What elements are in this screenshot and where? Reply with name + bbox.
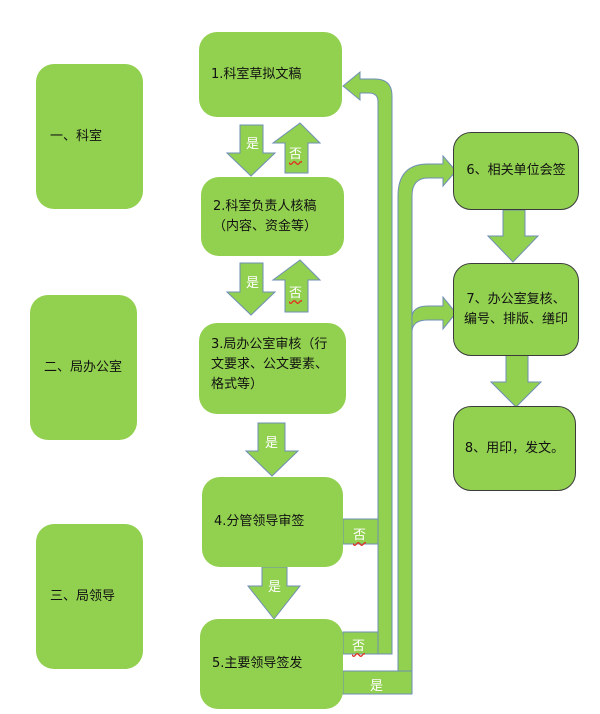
no-label-3-2: 否 [289, 286, 303, 301]
step-5-chief-sign: 5.主要领导签发 [200, 619, 343, 709]
lane-bureau-leaders: 三、局领导 [36, 524, 143, 669]
step4-to-step5-yes-arrow [246, 566, 302, 620]
lane-label: 三、局领导 [50, 588, 116, 604]
step6-to-step7-arrow [486, 209, 540, 263]
step5-yes-connector [342, 670, 413, 695]
step2-to-step3-yes-arrow [225, 262, 277, 316]
yes-label-2-3: 是 [246, 276, 260, 291]
step-label: 3.局办公室审核（行文要求、公文要素、格式等） [211, 337, 329, 392]
return-to-step1-arrow [342, 70, 393, 655]
step4-no-connector [342, 518, 379, 545]
step-2-section-review: 2.科室负责人核稿 （内容、资金等） [201, 177, 344, 256]
yes-vertical-channel [397, 154, 457, 673]
arrow-to-step7 [411, 295, 457, 333]
step-6-countersign: 6、相关单位会签 [453, 132, 579, 210]
step2-to-step1-no-arrow [271, 122, 322, 174]
lane-office-section: 一、科室 [36, 64, 143, 209]
step-label: 8、用印，发文。 [464, 440, 565, 456]
lane-label: 一、科室 [50, 128, 103, 144]
no-label-2-1: 否 [289, 147, 303, 162]
yes-label-4-5: 是 [268, 580, 282, 595]
step-label: 5.主要领导签发 [212, 656, 303, 671]
step-label: 7、办公室复核、编号、排版、缮印 [463, 291, 568, 327]
step3-to-step2-no-arrow [271, 259, 322, 313]
step-1-draft: 1.科室草拟文稿 [199, 32, 342, 117]
yes-label-1-2: 是 [246, 137, 260, 152]
step-label: 6、相关单位会签 [466, 163, 566, 178]
no-label-4: 否 [353, 528, 367, 543]
no-label-5: 否 [352, 639, 366, 654]
lane-label: 二、局办公室 [44, 359, 123, 375]
step-label: 1.科室草拟文稿 [211, 66, 302, 82]
step-7-recheck-typeset: 7、办公室复核、编号、排版、缮印 [453, 263, 579, 356]
step-4-deputy-sign: 4.分管领导审签 [202, 477, 343, 567]
yes-label-3-4: 是 [265, 436, 279, 451]
lane-bureau-office: 二、局办公室 [30, 295, 137, 440]
step5-no-connector [342, 631, 379, 655]
yes-label-5: 是 [370, 679, 384, 694]
step-label: 4.分管领导审签 [214, 514, 305, 529]
step7-to-step8-arrow [489, 354, 543, 408]
step-8-stamp-issue: 8、用印，发文。 [453, 406, 576, 491]
step-label: 2.科室负责人核稿 （内容、资金等） [213, 198, 318, 234]
step1-to-step2-yes-arrow [225, 124, 277, 177]
step3-to-step4-yes-arrow [244, 422, 300, 477]
step-3-office-review: 3.局办公室审核（行文要求、公文要素、格式等） [199, 323, 346, 414]
